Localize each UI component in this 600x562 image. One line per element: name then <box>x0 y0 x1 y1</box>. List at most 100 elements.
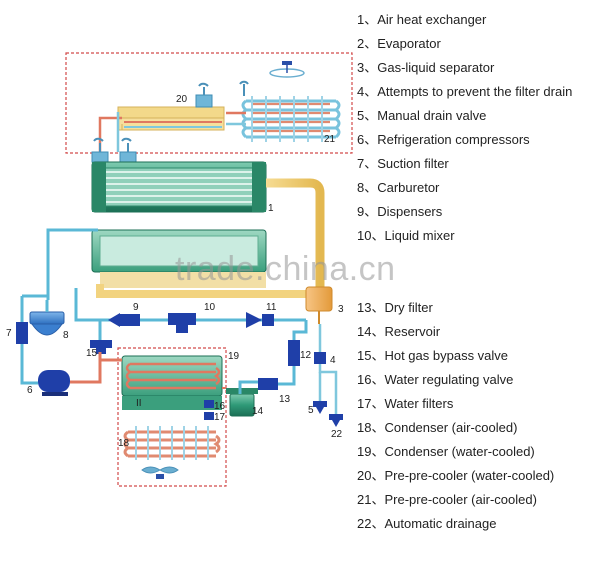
water-filter <box>204 412 214 420</box>
condenser-frame <box>117 347 227 487</box>
legend-item: 8、Carburetor <box>357 176 597 200</box>
legend-number: 21、 <box>357 492 385 507</box>
legend-number: 22、 <box>357 516 385 531</box>
legend-item: 5、Manual drain valve <box>357 104 597 128</box>
legend-item: 4、Attempts to prevent the filter drain <box>357 80 597 104</box>
label-10: 10 <box>204 302 216 313</box>
legend-item: 16、Water regulating valve <box>357 368 597 392</box>
legend-number: 14、 <box>357 324 385 339</box>
legend-label: Condenser (water-cooled) <box>384 444 535 459</box>
warm-air-pipe <box>266 178 325 292</box>
label-17: 17 <box>214 412 226 423</box>
refrigerant-line <box>46 228 98 292</box>
legend-number: 17、 <box>357 396 385 411</box>
legend-label: Hot gas bypass valve <box>384 348 509 363</box>
gas-liquid-separator <box>305 286 333 324</box>
legend-number: 13、 <box>357 300 385 315</box>
label-3: 3 <box>338 304 344 315</box>
legend-label: Gas-liquid separator <box>377 60 495 75</box>
legend-item: 1、Air heat exchanger <box>357 8 597 32</box>
legend-item: 2、Evaporator <box>357 32 597 56</box>
label-21: 21 <box>324 134 336 145</box>
legend-item: 7、Suction filter <box>357 152 597 176</box>
legend-item: 21、Pre-pre-cooler (air-cooled) <box>357 488 597 512</box>
legend-number: 16、 <box>357 372 385 387</box>
line-filter <box>288 340 300 366</box>
label-15: 15 <box>86 348 98 359</box>
liquid-mixer <box>168 313 196 333</box>
legend-label: Condenser (air-cooled) <box>384 420 518 435</box>
legend-number: 1、 <box>357 12 378 27</box>
legend-label: Attempts to prevent the filter drain <box>377 84 573 99</box>
filter-drain-guard <box>314 352 326 364</box>
legend-number: 4、 <box>357 84 378 99</box>
legend-label: Automatic drainage <box>384 516 497 531</box>
inlet-nozzles <box>91 137 137 163</box>
component-legend: 1、Air heat exchanger 2、Evaporator 3、Gas-… <box>357 8 597 536</box>
label-22: 22 <box>331 429 343 440</box>
dispenser <box>108 313 140 327</box>
legend-item: 3、Gas-liquid separator <box>357 56 597 80</box>
legend-label: Dispensers <box>377 204 443 219</box>
label-9: 9 <box>133 302 139 313</box>
legend-item: 6、Refrigeration compressors <box>357 128 597 152</box>
pre-pre-cooler-water-cooled <box>117 82 225 131</box>
legend-label: Reservoir <box>384 324 441 339</box>
legend-label: Water regulating valve <box>384 372 514 387</box>
label-16: 16 <box>214 401 226 412</box>
legend-item: 17、Water filters <box>357 392 597 416</box>
legend-label: Pre-pre-cooler (air-cooled) <box>384 492 537 507</box>
evaporator <box>91 229 267 288</box>
label-8: 8 <box>63 330 69 341</box>
legend-item: 15、Hot gas bypass valve <box>357 344 597 368</box>
legend-number: 5、 <box>357 108 378 123</box>
condenser-fan-icon <box>141 466 179 479</box>
label-13: 13 <box>279 394 291 405</box>
legend-item: 9、Dispensers <box>357 200 597 224</box>
legend-item: 19、Condenser (water-cooled) <box>357 440 597 464</box>
legend-label: Refrigeration compressors <box>377 132 530 147</box>
label-19: 19 <box>228 351 240 362</box>
legend-label: Dry filter <box>384 300 433 315</box>
refrigeration-dryer-diagram: 1 3 4 5 6 7 8 9 10 11 12 13 14 15 16 17 … <box>6 52 353 487</box>
legend-label: Evaporator <box>377 36 441 51</box>
legend-number: 6、 <box>357 132 378 147</box>
condenser-air-cooled <box>123 426 221 460</box>
check-valve <box>246 312 274 328</box>
legend-item: 13、Dry filter <box>357 296 597 320</box>
legend-number: 20、 <box>357 468 385 483</box>
legend-number: 15、 <box>357 348 385 363</box>
watermark: trade.china.cn <box>175 250 396 288</box>
legend-item: 22、Automatic drainage <box>357 512 597 536</box>
manual-drain-valve <box>313 401 327 414</box>
legend-label: Pre-pre-cooler (water-cooled) <box>384 468 555 483</box>
label-1: 1 <box>268 203 274 214</box>
dry-filter <box>258 378 278 390</box>
label-6: 6 <box>27 385 33 396</box>
legend-number: 7、 <box>357 156 378 171</box>
legend-number: 10、 <box>357 228 385 243</box>
pre-cooler-frame <box>65 52 353 154</box>
label-20: 20 <box>176 94 188 105</box>
label-7: 7 <box>6 328 12 339</box>
label-11: 11 <box>266 302 277 313</box>
legend-number: 3、 <box>357 60 378 75</box>
legend-label: Air heat exchanger <box>377 12 487 27</box>
label-18: 18 <box>118 438 130 449</box>
legend-item: 18、Condenser (air-cooled) <box>357 416 597 440</box>
legend-number: 19、 <box>357 444 385 459</box>
reservoir <box>222 380 258 417</box>
automatic-drainage <box>329 405 343 427</box>
legend-number: 8、 <box>357 180 378 195</box>
legend-label: Liquid mixer <box>384 228 455 243</box>
legend-number: 18、 <box>357 420 385 435</box>
water-regulating-valve <box>204 400 214 408</box>
legend-label: Manual drain valve <box>377 108 487 123</box>
label-5: 5 <box>308 405 314 416</box>
legend-item: 14、Reservoir <box>357 320 597 344</box>
fan-icon <box>269 61 305 78</box>
condenser-water-cooled <box>121 355 223 410</box>
legend-label: Water filters <box>384 396 454 411</box>
carburetor <box>29 300 65 336</box>
label-4: 4 <box>330 355 336 366</box>
